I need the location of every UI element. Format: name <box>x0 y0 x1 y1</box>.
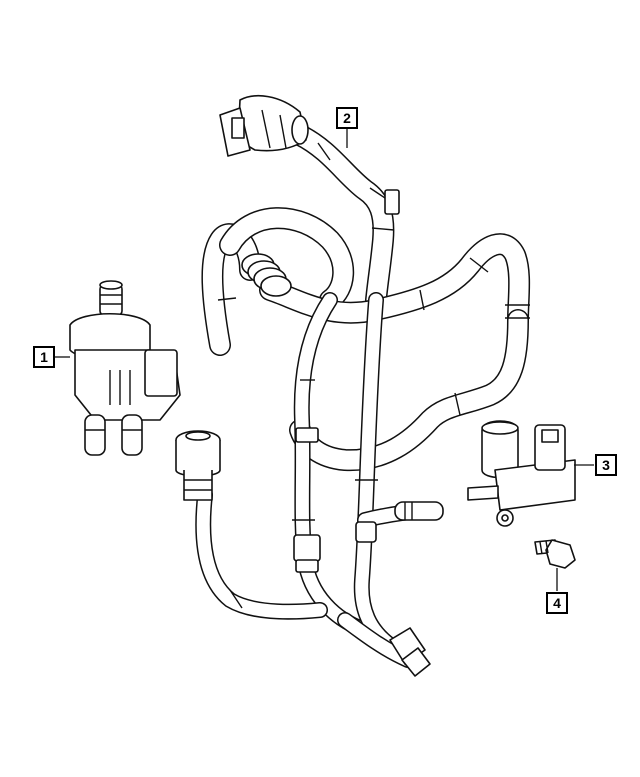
callout-3: 3 <box>595 454 617 476</box>
solenoid <box>467 420 576 527</box>
hose-upper-connector <box>219 94 309 157</box>
purge-valve <box>69 280 181 456</box>
hose-corrugated-fitting <box>241 253 292 297</box>
callout-2: 2 <box>336 107 358 129</box>
callout-1: 1 <box>33 346 55 368</box>
hose-quick-connector <box>175 430 221 501</box>
bolt <box>534 539 576 569</box>
hose-harness <box>195 124 531 677</box>
callout-4: 4 <box>546 592 568 614</box>
